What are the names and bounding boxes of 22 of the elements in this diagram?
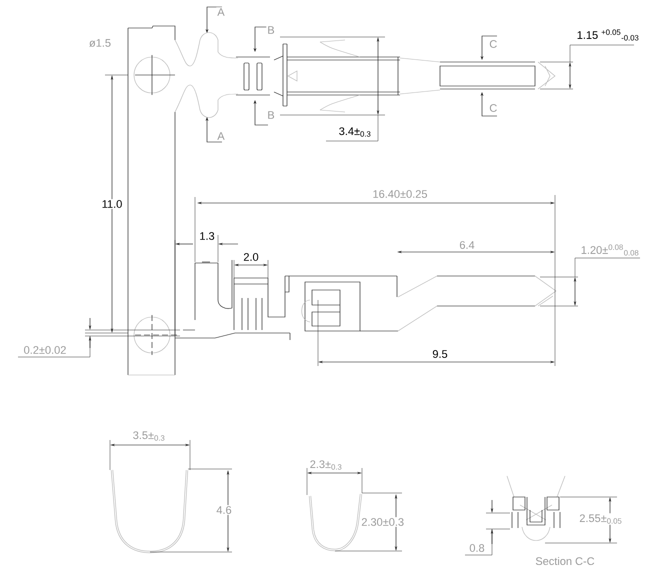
dimension-label: 0.8 [468, 543, 486, 553]
dimension-label: C [488, 39, 498, 49]
dimension-label: 3.4±$_{0.3}$ [338, 126, 372, 138]
dimension-label: 2.55±$_{0.05}$ [578, 513, 624, 525]
dimension-label: A [216, 7, 226, 17]
dimension-label: C [488, 103, 498, 113]
dimension-label: 2.3±$_{0.3}$ [308, 459, 344, 471]
dimension-label: 3.5±$_{0.3}$ [132, 430, 166, 442]
dimension-label: 2.30±0.3 [360, 517, 406, 527]
dimension-label: 9.5 [431, 349, 449, 359]
dimension-label: 0.2±0.02 [22, 345, 68, 355]
dimension-label: ø1.5 [88, 38, 112, 48]
dimension-label: B [266, 25, 276, 35]
dimension-label: 11.0 [100, 199, 124, 209]
dimension-label: 2.0 [242, 252, 260, 262]
dimension-label: 16.40±0.25 [372, 189, 428, 199]
dimension-label: B [266, 110, 276, 120]
dimension-label: 1.3 [198, 231, 216, 241]
dimension-label: Section C-C [534, 556, 596, 566]
dimension-label: 4.6 [215, 505, 233, 515]
dimension-label: 6.4 [458, 240, 476, 250]
dimension-label: A [216, 131, 226, 141]
